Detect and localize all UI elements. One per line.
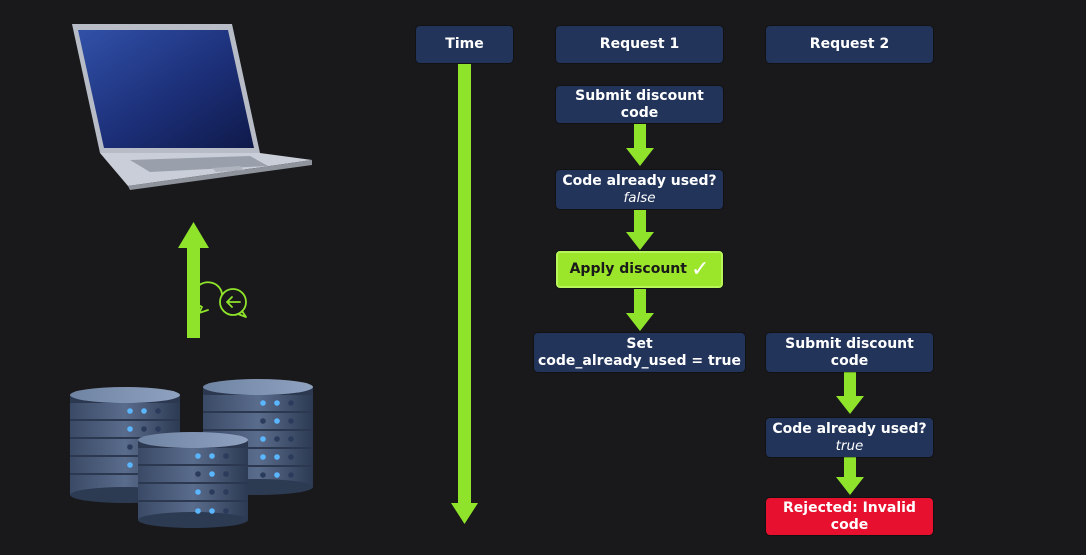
request2-header-label: Request 2	[809, 36, 890, 52]
request1-arrow-2	[626, 210, 654, 250]
request2-arrow-2	[836, 457, 864, 495]
request1-apply-step: Apply discount ✓	[556, 251, 723, 288]
request1-arrow-1	[626, 124, 654, 166]
request1-set-title: Set	[626, 335, 653, 352]
request1-apply-label: Apply discount	[569, 261, 687, 277]
request2-rejected-step: Rejected: Invalid code	[766, 498, 933, 535]
time-axis-arrow	[451, 64, 478, 524]
request1-header: Request 1	[556, 26, 723, 63]
request1-arrow-3	[626, 289, 654, 331]
request2-rejected-label: Rejected: Invalid code	[783, 499, 916, 533]
time-header-label: Time	[445, 36, 484, 52]
chat-bubbles-icon	[193, 281, 247, 318]
request1-check-step: Code already used? false	[556, 170, 723, 209]
request1-set-statement: code_already_used = true	[537, 352, 742, 369]
request1-submit-label: Submit discount code	[575, 87, 704, 121]
database-servers-icon	[70, 379, 313, 528]
request2-submit-step: Submit discount code	[766, 333, 933, 372]
time-header: Time	[416, 26, 513, 63]
request2-arrow-1	[836, 372, 864, 414]
request2-submit-label: Submit discount code	[785, 335, 914, 369]
request2-check-step: Code already used? true	[766, 418, 933, 457]
request2-check-value: true	[835, 437, 864, 454]
request1-header-label: Request 1	[599, 36, 680, 52]
request2-check-title: Code already used?	[772, 420, 927, 437]
request1-set-step: Set code_already_used = true	[534, 333, 745, 372]
request1-check-title: Code already used?	[562, 172, 717, 189]
checkmark-icon: ✓	[690, 257, 710, 282]
laptop-icon	[72, 24, 312, 190]
request1-submit-step: Submit discount code	[556, 86, 723, 123]
up-arrow-icon	[178, 222, 209, 338]
request1-check-value: false	[623, 189, 656, 206]
request2-header: Request 2	[766, 26, 933, 63]
